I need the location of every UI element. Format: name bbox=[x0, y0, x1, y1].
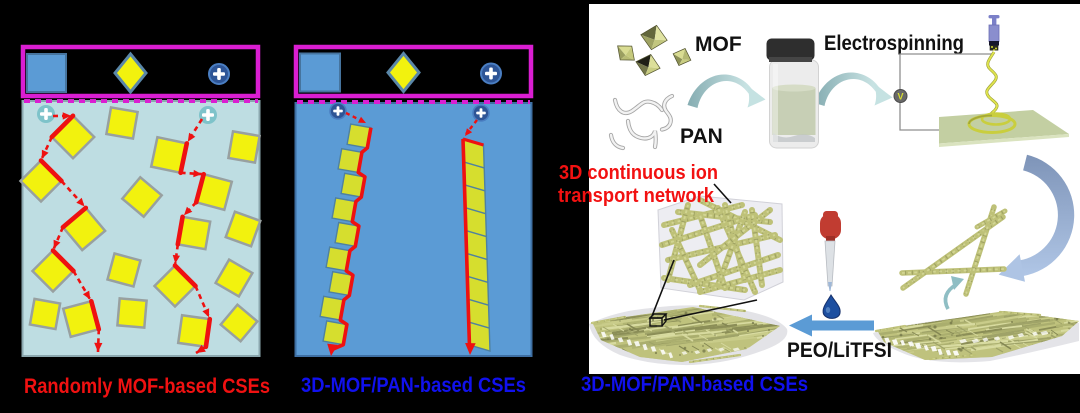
svg-text:V: V bbox=[897, 92, 903, 102]
svg-text:Electrospinning: Electrospinning bbox=[824, 32, 964, 55]
svg-text:transport network: transport network bbox=[558, 184, 715, 207]
svg-text:3D-MOF/PAN-based CSEs: 3D-MOF/PAN-based CSEs bbox=[301, 374, 526, 397]
svg-text:PEO/LiTFSI: PEO/LiTFSI bbox=[787, 339, 892, 362]
svg-text:MOF: MOF bbox=[695, 33, 742, 56]
svg-text:3D continuous ion: 3D continuous ion bbox=[559, 161, 718, 184]
svg-text:3D-MOF/PAN-based CSEs: 3D-MOF/PAN-based CSEs bbox=[581, 373, 808, 396]
svg-text:PAN: PAN bbox=[680, 125, 723, 148]
svg-text:Randomly MOF-based CSEs: Randomly MOF-based CSEs bbox=[24, 375, 270, 398]
